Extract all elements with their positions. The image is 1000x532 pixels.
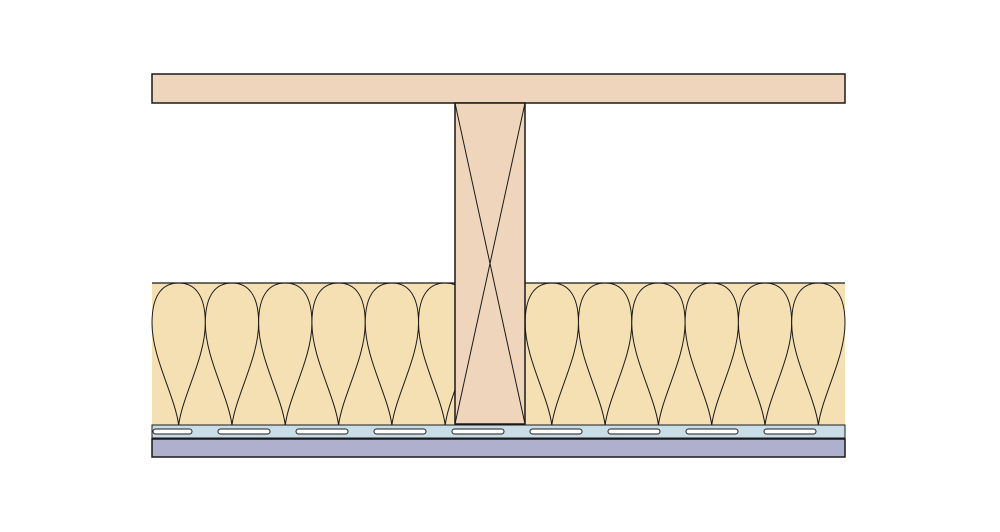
- resilient-bar-slot: [529, 428, 583, 435]
- resilient-bar-slot: [607, 428, 661, 435]
- resilient-bar-slot: [152, 428, 193, 435]
- resilient-bar-slot: [451, 428, 505, 435]
- ceiling-board: [151, 438, 846, 458]
- resilient-bar: [151, 424, 846, 439]
- resilient-bar-slot: [685, 428, 739, 435]
- resilient-bar-slot: [217, 428, 271, 435]
- floor-deck: [151, 73, 846, 104]
- resilient-bar-slot: [763, 428, 817, 435]
- joist: [454, 102, 526, 425]
- joist-cross-line: [454, 102, 526, 425]
- resilient-bar-slot: [295, 428, 349, 435]
- resilient-bar-slot: [373, 428, 427, 435]
- resilient-bar-slots: [152, 428, 817, 435]
